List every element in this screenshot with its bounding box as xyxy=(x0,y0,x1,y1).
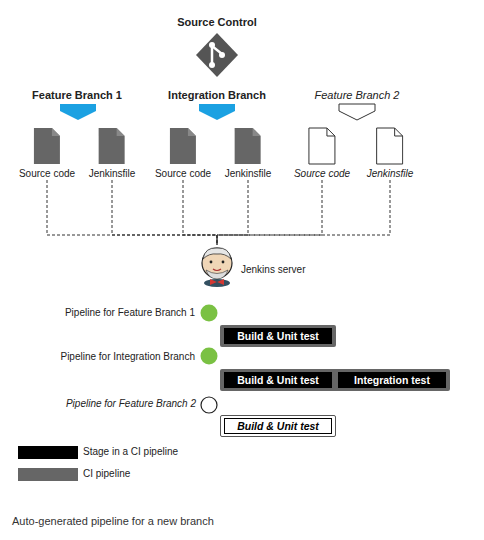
legend-label: Stage in a CI pipeline xyxy=(83,446,178,457)
dashed-connector xyxy=(183,180,217,245)
document-node: Source code xyxy=(18,127,76,179)
document-label: Source code xyxy=(18,168,76,179)
document-node: Jenkinsfile xyxy=(366,127,415,179)
pipeline-name: Pipeline for Feature Branch 2 xyxy=(66,398,196,409)
heading-label: Source Control xyxy=(177,16,256,28)
server-label: Jenkins server xyxy=(241,264,305,275)
document-label: Jenkinsfile xyxy=(224,168,273,179)
document-node: Source code xyxy=(293,127,351,179)
document-node: Source code xyxy=(154,127,212,179)
status-circle xyxy=(199,395,219,415)
legend-label: CI pipeline xyxy=(83,468,130,479)
caption: Auto-generated pipeline for a new branch xyxy=(12,515,214,527)
branch-marker xyxy=(59,103,97,121)
status-circle xyxy=(199,303,219,323)
branch-label: Feature Branch 1 xyxy=(32,89,122,101)
pipeline-bar: Pipeline for Integration BranchBuild & U… xyxy=(220,369,450,391)
pipeline-name: Pipeline for Feature Branch 1 xyxy=(65,307,195,318)
pipeline-bar: Pipeline for Feature Branch 2Build & Uni… xyxy=(220,415,336,437)
dashed-connector xyxy=(217,180,390,245)
document-label: Jenkinsfile xyxy=(366,168,415,179)
document-label: Jenkinsfile xyxy=(88,168,137,179)
dashed-connector xyxy=(112,180,217,245)
dashed-connector xyxy=(47,180,217,245)
pipeline-stage: Integration test xyxy=(338,372,446,388)
document-icon xyxy=(234,127,262,165)
stage-label: Build & Unit test xyxy=(237,330,319,342)
jenkins-icon xyxy=(197,245,237,287)
document-node: Jenkinsfile xyxy=(224,127,273,179)
stage-label: Integration test xyxy=(354,374,430,386)
document-label: Source code xyxy=(293,168,351,179)
server-node: Jenkins server xyxy=(197,245,237,287)
pipeline-name: Pipeline for Integration Branch xyxy=(60,351,195,362)
pipeline-stage: Build & Unit test xyxy=(224,418,332,434)
document-icon xyxy=(308,127,336,165)
pipeline-bar: Pipeline for Feature Branch 1Build & Uni… xyxy=(220,325,336,347)
legend-swatch xyxy=(18,468,78,481)
document-icon xyxy=(33,127,61,165)
stage-label: Build & Unit test xyxy=(237,420,319,432)
document-icon xyxy=(169,127,197,165)
branch-marker xyxy=(198,103,236,121)
pipeline-stage: Build & Unit test xyxy=(224,372,332,388)
document-node: Jenkinsfile xyxy=(88,127,137,179)
git-icon xyxy=(195,32,239,78)
legend-swatch xyxy=(18,446,78,459)
document-label: Source code xyxy=(154,168,212,179)
branch-marker xyxy=(338,103,376,121)
stage-label: Build & Unit test xyxy=(237,374,319,386)
document-icon xyxy=(376,127,404,165)
status-circle xyxy=(199,346,219,366)
branch-label: Feature Branch 2 xyxy=(315,89,400,101)
branch-label: Integration Branch xyxy=(168,89,266,101)
document-icon xyxy=(98,127,126,165)
pipeline-stage: Build & Unit test xyxy=(224,328,332,344)
